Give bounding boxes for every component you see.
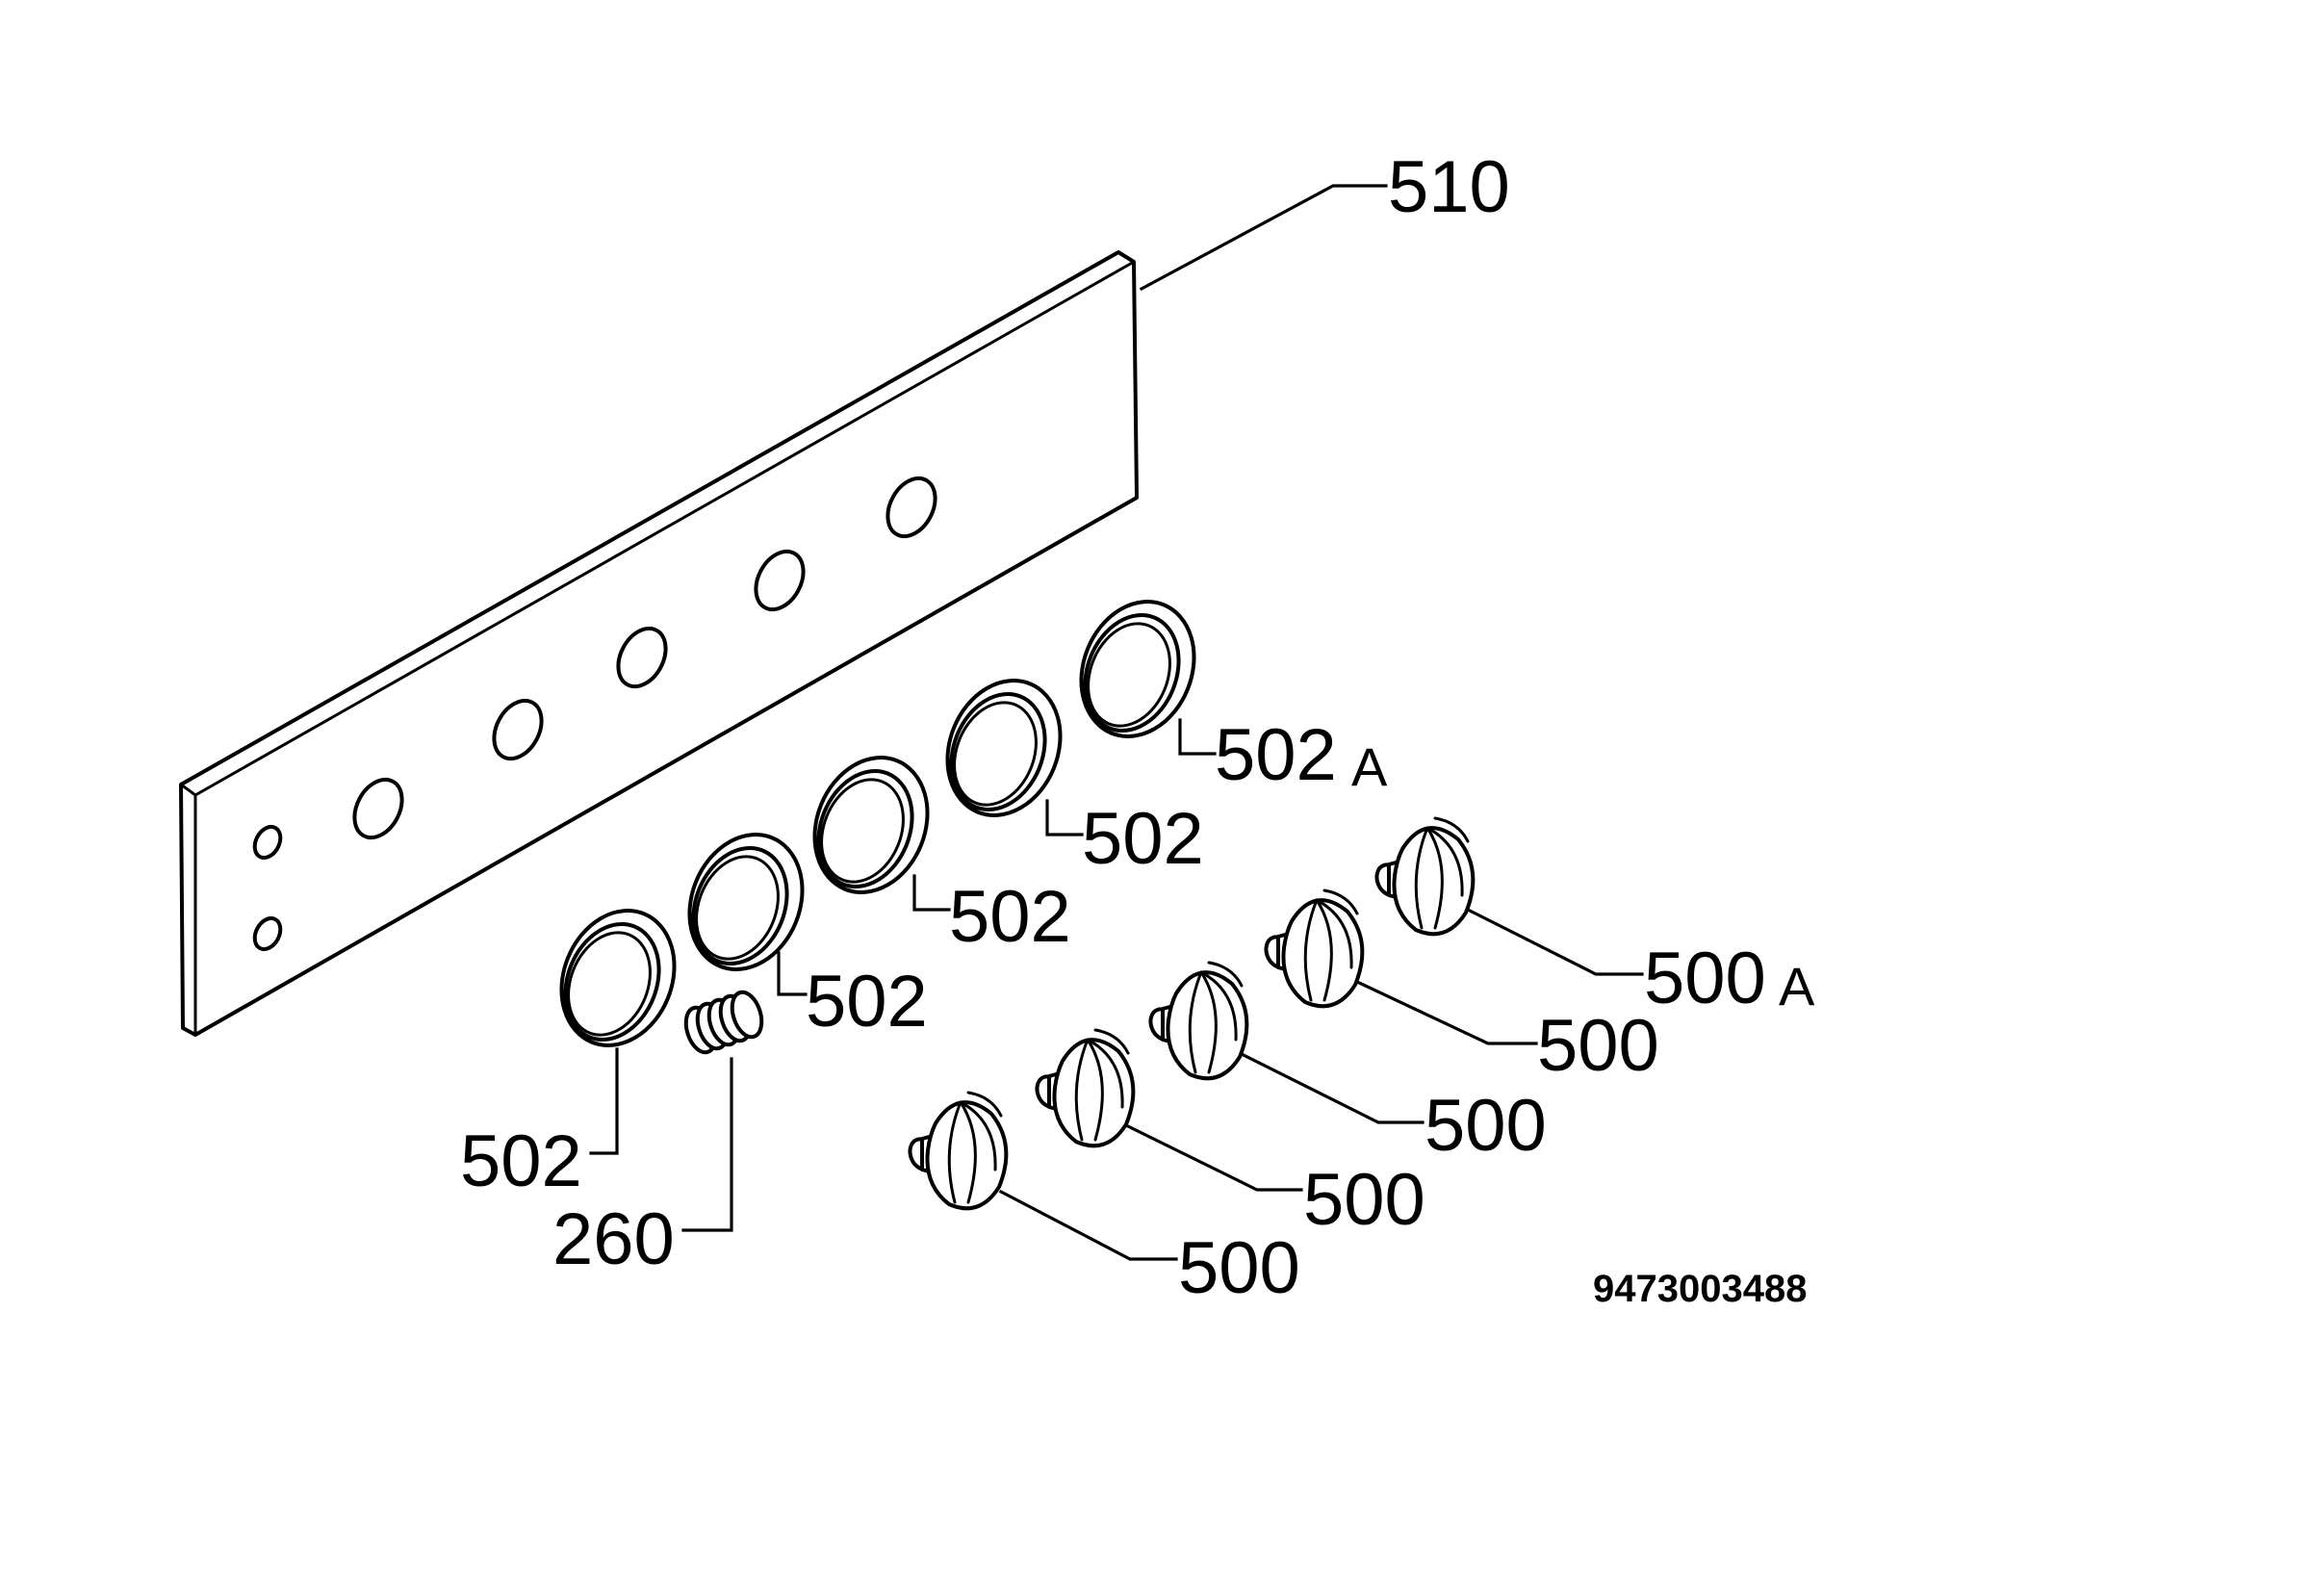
leader-ring-4 <box>1045 799 1084 837</box>
leader-knob-4 <box>1354 979 1538 1045</box>
control-knob <box>1371 816 1476 937</box>
callout-spring: 260 <box>552 1198 675 1280</box>
leader-knob-5 <box>1465 907 1644 976</box>
callout-panel: 510 <box>1388 146 1510 228</box>
control-panel <box>179 250 1139 1037</box>
callout-knob-4: 500 <box>1537 1005 1659 1087</box>
leader-ring-5 <box>1178 718 1217 756</box>
leader-knob-1 <box>998 1189 1178 1261</box>
control-knob <box>904 1091 1009 1211</box>
control-knob <box>1260 888 1365 1009</box>
callout-ring-3: 502 <box>949 876 1071 958</box>
panel-hole <box>252 915 283 952</box>
leader-ring-1 <box>589 1047 619 1155</box>
document-number: 9473003488 <box>1593 1268 1807 1310</box>
leader-knob-3 <box>1239 1051 1424 1124</box>
leader-ring-3 <box>912 874 951 912</box>
callout-knob-2: 500 <box>1303 1159 1425 1241</box>
leader-knob-2 <box>1125 1123 1303 1192</box>
panel-hole <box>252 824 283 861</box>
callout-ring-5-suffix: A <box>1351 736 1388 797</box>
callout-ring-2: 502 <box>806 961 928 1043</box>
spring <box>683 990 764 1055</box>
leader-panel <box>1139 184 1388 292</box>
panel-hole <box>352 777 404 840</box>
leader-ring-2 <box>777 951 808 996</box>
control-knob <box>1031 1028 1136 1148</box>
callout-knob-5: 500 <box>1644 938 1766 1019</box>
callout-knob-1: 500 <box>1178 1227 1300 1309</box>
bezel-ring <box>540 891 696 1065</box>
panel-hole <box>754 549 806 612</box>
panel-hole <box>616 626 668 689</box>
panel-hole <box>886 476 937 539</box>
bezel-ring <box>926 661 1082 835</box>
callout-knob-3: 500 <box>1424 1085 1547 1167</box>
callout-knob-5-suffix: A <box>1779 956 1815 1017</box>
bezel-ring <box>1060 582 1216 756</box>
callout-ring-5: 502 <box>1215 714 1337 796</box>
bezel-ring <box>668 815 824 989</box>
callout-ring-1: 502 <box>460 1120 582 1202</box>
callout-ring-4: 502 <box>1082 798 1204 880</box>
control-knob <box>1144 961 1249 1081</box>
leader-spring <box>681 1057 733 1232</box>
bezel-ring <box>793 738 949 912</box>
panel-hole <box>492 698 544 761</box>
